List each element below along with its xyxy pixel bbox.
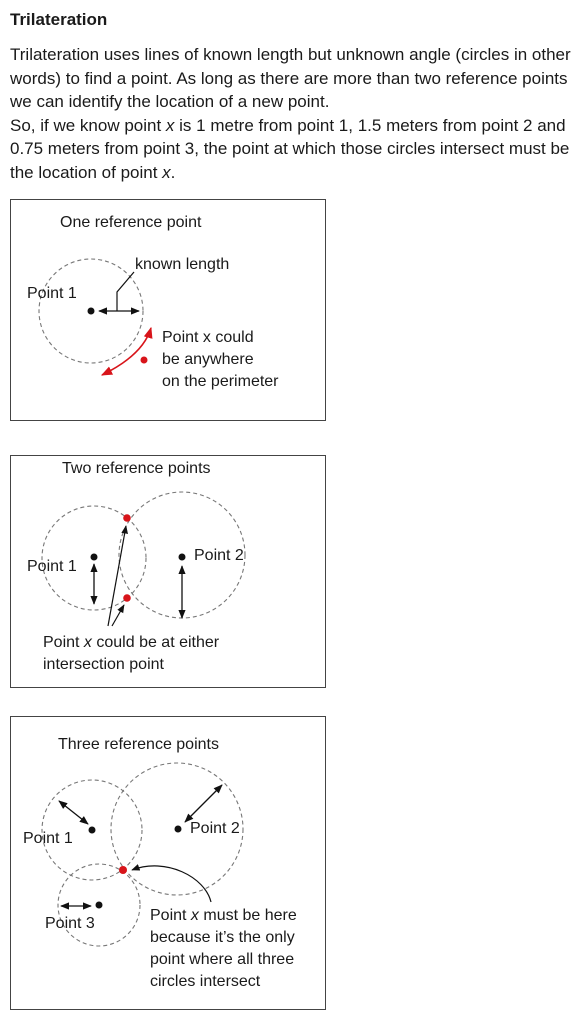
point-1-label: Point 1 [23,830,73,847]
panel-one-diagram [38,258,153,376]
intro-paragraph-2: So, if we know point x is 1 metre from p… [10,115,570,182]
intersection-point-bottom [123,594,131,602]
radius-arrow-1 [58,800,89,825]
point-x [119,866,127,874]
reference-point-3 [95,901,103,909]
reference-circle-2 [110,762,244,896]
known-length-label: known length [135,256,230,273]
variable-x: x [162,162,171,182]
point-1-label: Point 1 [27,558,77,575]
point-3-label: Point 3 [45,915,95,932]
reference-circle-1 [41,505,147,611]
perimeter-arrow [100,326,153,376]
intro-text: Trilateration uses lines of known length… [10,43,580,184]
point-2-label: Point 2 [190,820,240,837]
intersection-point-top [123,514,131,522]
variable-x: x [165,115,175,135]
panel-heading: One reference point [60,214,202,231]
intro-paragraph-1: Trilateration uses lines of known length… [10,45,571,111]
reference-point-1 [90,553,98,561]
panel-one-reference-point: One reference point Point 1 known length… [10,199,326,421]
point-x-caption: Point x must be here because it’s the on… [150,907,297,990]
perimeter-caption: Point x could be anywhere on the perimet… [162,329,279,390]
leader-to-top-intersection [107,525,128,627]
point-2-label: Point 2 [194,547,244,564]
panel-heading: Three reference points [58,736,219,753]
reference-point-1 [88,826,96,834]
reference-circle-3 [57,863,141,947]
point-x [140,356,148,364]
panel-two-reference-points: Two reference points Point 1 Point 2 Poi… [10,455,326,688]
leader-to-bottom-intersection [111,604,125,627]
panel-three-diagram [41,762,244,947]
reference-point-1 [87,307,95,315]
intersection-caption: Point x could be at either intersection … [43,634,220,673]
radius-arrow-2 [184,784,223,823]
reference-circle-1 [41,779,143,881]
reference-point-2 [178,553,186,561]
reference-point-2 [174,825,182,833]
panel-three-reference-points: Three reference points Point 1 Point 2 P… [10,716,326,1010]
leader-to-point-x [131,864,212,903]
panel-two-diagram [41,491,246,627]
point-1-label: Point 1 [27,285,77,302]
panel-heading: Two reference points [62,460,211,477]
reference-circle-1 [38,258,144,364]
known-length-leader [116,271,135,311]
page-title: Trilateration [10,10,108,29]
